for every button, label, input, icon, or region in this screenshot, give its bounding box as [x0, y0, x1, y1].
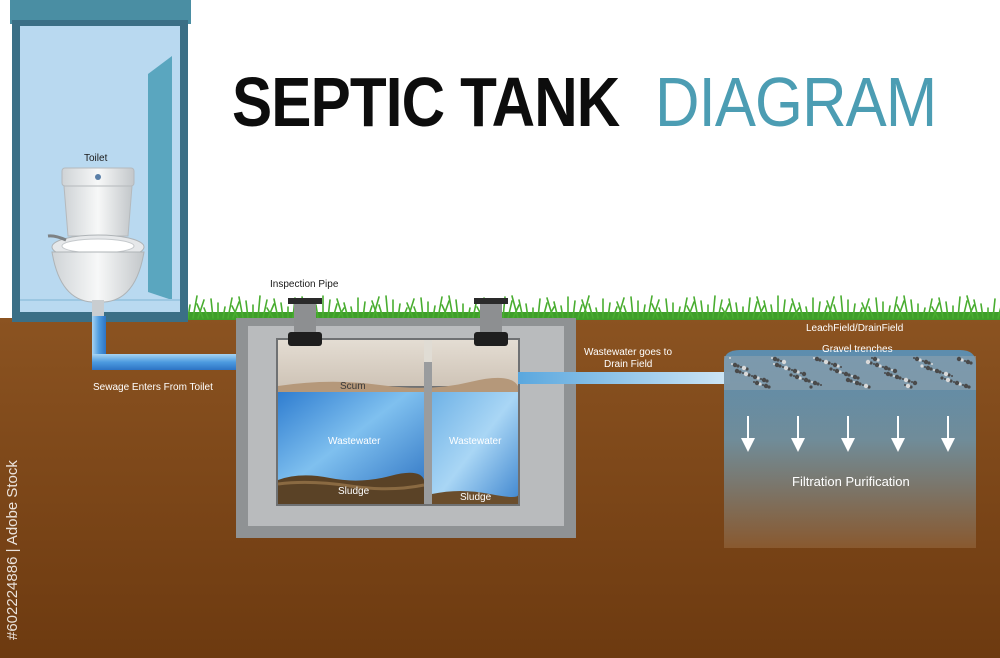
down-arrow-icon — [741, 416, 755, 452]
leach-field — [724, 350, 976, 548]
filtration-label: Filtration Purification — [792, 474, 910, 489]
gravel-trenches-label: Gravel trenches — [822, 344, 893, 355]
inspection-pipe-left — [288, 298, 322, 346]
drain-field-label: Drain Field — [604, 359, 653, 370]
sewage-enters-label: Sewage Enters From Toilet — [93, 382, 213, 393]
inspection-pipe-right — [474, 298, 508, 346]
toilet-label: Toilet — [84, 153, 108, 164]
sludge-left-label: Sludge — [338, 486, 370, 497]
gravel-trenches — [729, 356, 973, 389]
down-arrow-icon — [891, 416, 905, 452]
down-arrow-icon — [841, 416, 855, 452]
title-primary: SEPTIC TANK — [232, 63, 620, 141]
inspection-pipe-label: Inspection Pipe — [270, 279, 339, 290]
wastewater-left-label: Wastewater — [328, 436, 381, 447]
title-accent: DIAGRAM — [655, 63, 937, 141]
stock-id-watermark: #602224886 | Adobe Stock — [4, 460, 21, 640]
scum-label: Scum — [340, 381, 366, 392]
wastewater-right-label: Wastewater — [449, 436, 502, 447]
down-arrow-icon — [941, 416, 955, 452]
grass-blades — [187, 295, 1000, 319]
toilet-icon — [47, 167, 145, 316]
leachfield-label: LeachField/DrainField — [806, 323, 904, 334]
septic-tank — [236, 318, 576, 538]
filtration-arrows — [741, 416, 955, 452]
down-arrow-icon — [791, 416, 805, 452]
wastewater-goes-label: Wastewater goes to — [584, 347, 673, 358]
outlet-pipe — [518, 372, 730, 384]
sludge-right-label: Sludge — [460, 492, 492, 503]
